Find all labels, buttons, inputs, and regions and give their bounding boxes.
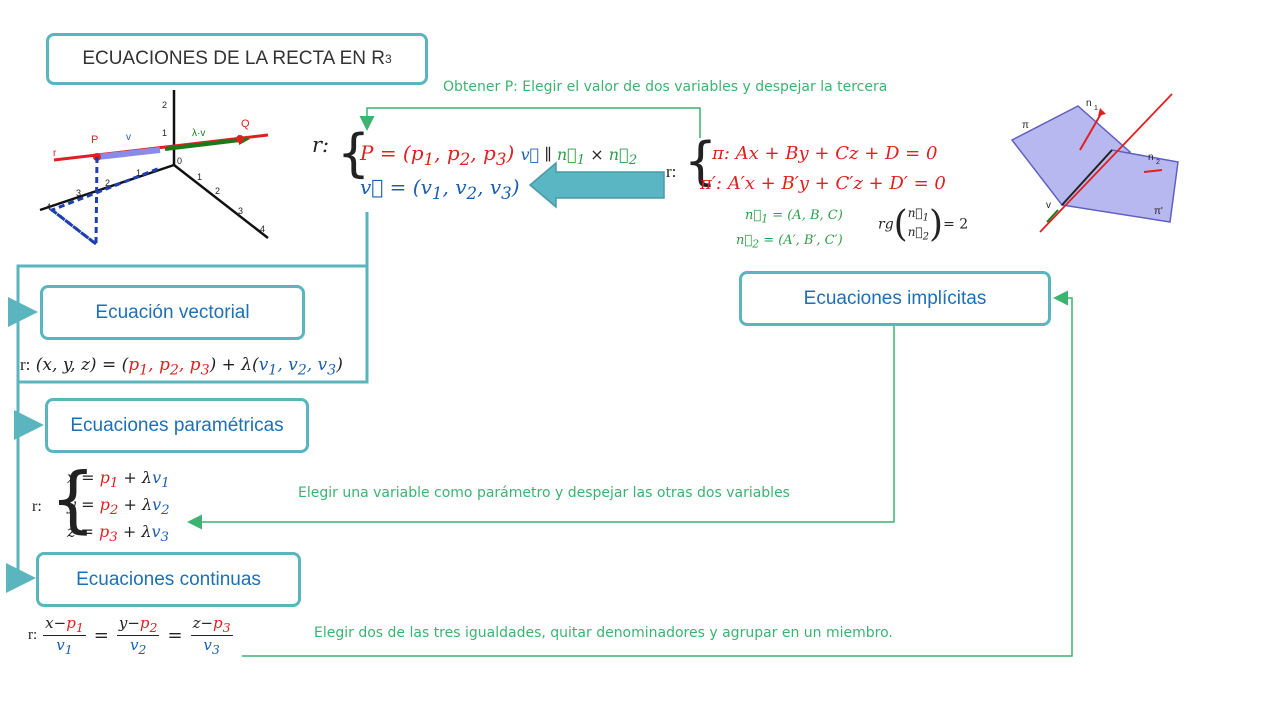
r-label-main: r: (312, 133, 330, 157)
implicit-eq-2: π′: A′x + B′y + C′z + D′ = 0 (700, 173, 946, 194)
normal-label-n1: n (1086, 98, 1092, 109)
normal-n2: n⃗2 = (A′, B′, C′) (736, 233, 843, 251)
implicit-equations-label: Ecuaciones implícitas (803, 287, 987, 309)
tick-x-1: 1 (197, 172, 202, 182)
parametric-brace: { (50, 457, 96, 541)
teal-connector (6, 212, 369, 593)
tick-x-2: 2 (215, 186, 220, 196)
title-superscript: 3 (384, 52, 392, 66)
normal-label-n2-sub: 2 (1156, 159, 1160, 166)
continuous-equations-box[interactable]: Ecuaciones continuas (36, 552, 301, 607)
fig-label-P: P (91, 134, 98, 146)
fig-label-v: v (126, 132, 131, 143)
plane-label-pi: π (1022, 120, 1029, 131)
tick-y-2: 2 (105, 178, 110, 188)
tick-x-4: 4 (260, 224, 265, 234)
main-formula: r: (312, 133, 329, 157)
parametric-r-label: r: (32, 496, 42, 516)
vectorial-formula: r: (x, y, z) = (p1, p2, p3) + λ(v1, v2, … (20, 355, 343, 379)
normal-n1: n⃗1 = (A, B, C) (745, 208, 843, 226)
r-label-continuous: r: (28, 627, 38, 643)
tick-z-0: 0 (177, 156, 182, 166)
continuous-equations-label: Ecuaciones continuas (76, 568, 261, 590)
green-connector-implicit (242, 290, 1073, 657)
vectorial-equation-label: Ecuación vectorial (95, 301, 250, 323)
r-label-parametric: r: (32, 498, 42, 515)
tick-y-4: 4 (46, 202, 51, 212)
fig-right-label-v: v (1046, 200, 1051, 211)
plane-label-pi2: π' (1154, 206, 1163, 217)
green-connector-param (187, 325, 895, 530)
normal-label-n1-sub: 1 (1094, 105, 1098, 112)
parametric-z: z = p3 + λv3 (67, 522, 169, 546)
tick-y-3: 3 (76, 188, 81, 198)
tick-z-2: 2 (162, 100, 167, 110)
formula-vector: v⃗ = (v1, v2, v3) (360, 175, 520, 203)
tick-y-1: 1 (136, 168, 141, 178)
normal-label-n2: n (1148, 152, 1154, 163)
tick-x-3: 3 (238, 206, 243, 216)
parametric-equations-box[interactable]: Ecuaciones paramétricas (45, 398, 309, 453)
left-block-arrow (528, 161, 665, 209)
parametric-y: y = p2 + λv2 (67, 495, 170, 519)
page-title: ECUACIONES DE LA RECTA EN R (82, 48, 385, 69)
note-equalities: Elegir dos de las tres igualdades, quita… (314, 625, 893, 641)
note-param-choice: Elegir una variable como parámetro y des… (298, 485, 790, 501)
note-obtain-point: Obtener P: Elegir el valor de dos variab… (443, 79, 888, 95)
implicit-equations-box[interactable]: Ecuaciones implícitas (739, 271, 1051, 326)
implicit-r-label: r: (666, 162, 676, 182)
tick-z-1: 1 (162, 128, 167, 138)
green-connector-top (359, 107, 701, 138)
implicit-eq-1: π: Ax + By + Cz + D = 0 (712, 143, 938, 164)
fig-label-Q: Q (241, 118, 250, 130)
implicit-brace: { (684, 132, 718, 192)
r-label-implicit: r: (666, 162, 677, 181)
vectorial-equation-box[interactable]: Ecuación vectorial (40, 285, 305, 340)
fig-label-lv: λ·v (192, 128, 205, 139)
parametric-equations-label: Ecuaciones paramétricas (70, 414, 284, 436)
formula-point: P = (p1, p2, p3) v⃗ ∥ n⃗1 × n⃗2 (360, 141, 638, 169)
fig-label-r: r (53, 148, 57, 159)
parametric-x: x = p1 + λv1 (67, 468, 170, 492)
main-brace: { (337, 124, 371, 184)
r-label-vectorial: r: (20, 355, 31, 374)
